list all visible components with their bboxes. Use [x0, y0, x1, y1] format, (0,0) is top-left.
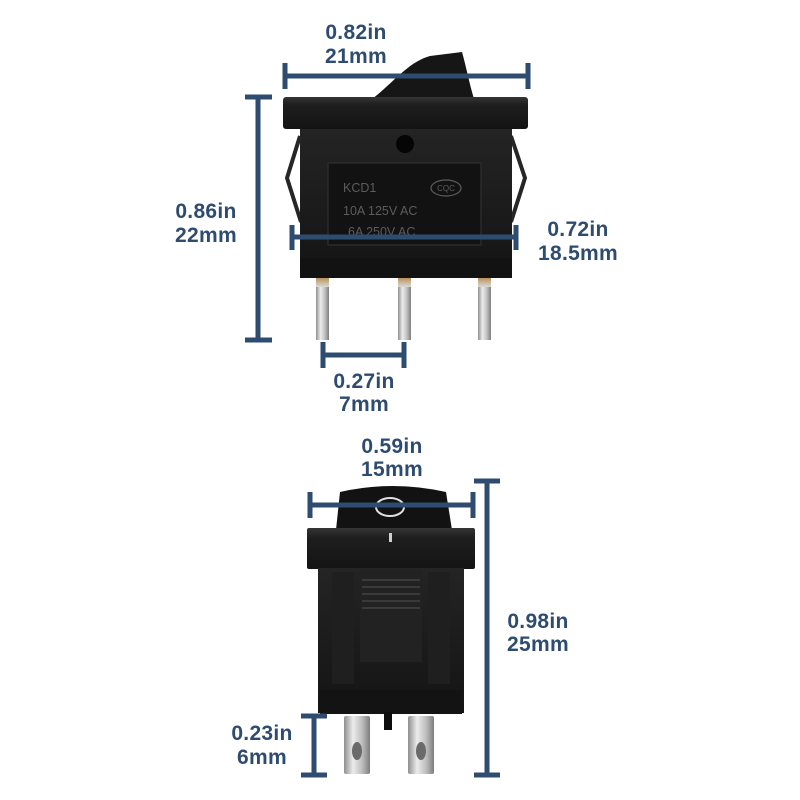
terminal-pin-left	[316, 278, 329, 340]
body-width-inches: 0.72in	[547, 218, 608, 241]
certification-logo	[430, 179, 462, 197]
pin-length-inches: 0.23in	[231, 722, 292, 745]
marking-panel	[327, 162, 482, 246]
switch-bezel	[283, 97, 528, 129]
pin-length-mm: 6mm	[237, 746, 287, 769]
on-symbol-icon	[389, 533, 392, 542]
certification-logo-text: CQC	[437, 184, 455, 193]
dimension-top-width: 0.82in 21mm	[282, 21, 531, 89]
latch-column	[360, 570, 422, 662]
side-housing-base	[320, 690, 462, 714]
pin-hole-right	[416, 742, 426, 760]
side-width-inches: 0.59in	[361, 435, 422, 458]
side-height-inches: 0.98in	[507, 610, 568, 633]
dimension-pin-length: 0.23in 6mm	[231, 713, 327, 778]
side-rib-left	[332, 572, 354, 684]
model-marking: KCD1	[343, 181, 376, 195]
dimension-pin-spacing: 0.27in 7mm	[320, 342, 407, 416]
pin-spacing-inches: 0.27in	[333, 370, 394, 393]
side-bezel	[307, 528, 475, 569]
front-height-inches: 0.86in	[175, 200, 236, 223]
dimension-side-height: 0.98in 25mm	[474, 478, 569, 778]
pin-hole-left	[352, 742, 362, 760]
dimension-side-width: 0.59in 15mm	[307, 435, 476, 518]
top-width-inches: 0.82in	[325, 21, 386, 44]
terminal-pin-middle	[398, 278, 411, 340]
right-spring-clip	[509, 135, 528, 223]
housing-base	[300, 258, 512, 278]
top-width-mm: 21mm	[325, 45, 387, 68]
side-rib-right	[428, 572, 450, 684]
body-width-mm: 18.5mm	[538, 242, 618, 265]
center-post	[384, 712, 392, 730]
terminal-pins	[316, 278, 491, 340]
dimension-body-width: 0.72in 18.5mm	[289, 218, 618, 265]
indicator-hole	[396, 135, 414, 153]
side-height-mm: 25mm	[507, 633, 569, 656]
latch-ridges	[362, 579, 420, 609]
terminal-pin-right	[478, 278, 491, 340]
left-spring-clip	[284, 135, 303, 223]
front-view-switch: KCD1 CQC 10A 125V AC 6A 250V AC	[283, 52, 528, 340]
side-width-mm: 15mm	[361, 458, 423, 481]
side-rocker-actuator	[336, 486, 452, 530]
side-terminal-pins	[344, 716, 434, 774]
side-view-switch	[307, 486, 475, 774]
front-height-mm: 22mm	[175, 224, 237, 247]
dimension-front-height: 0.86in 22mm	[175, 94, 272, 343]
pin-spacing-mm: 7mm	[339, 393, 389, 416]
rating-marking-1: 10A 125V AC	[343, 204, 417, 218]
